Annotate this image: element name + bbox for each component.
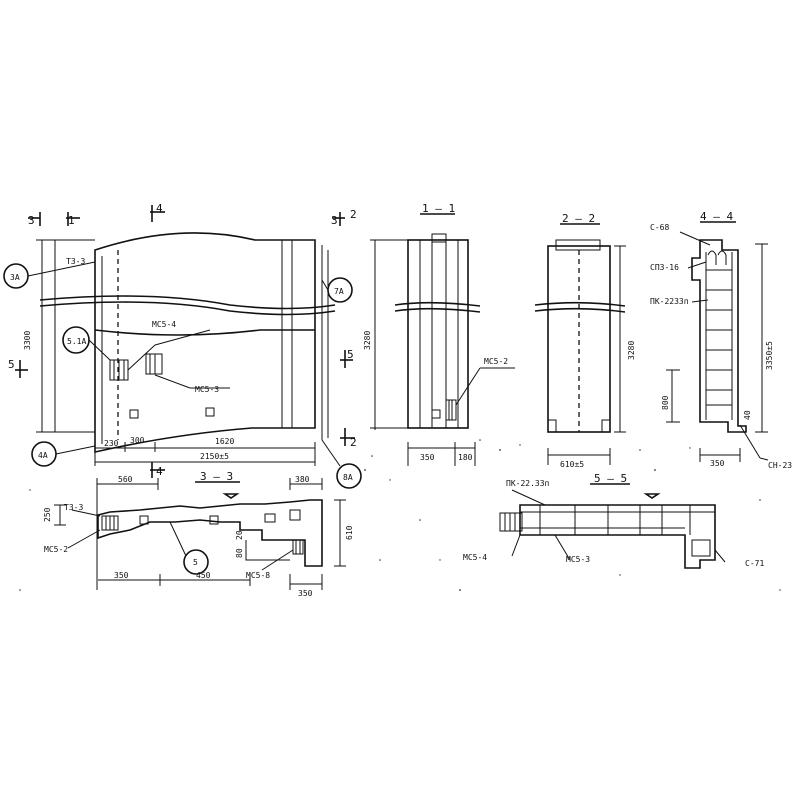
dim-3280-s22: 3280 <box>627 341 636 360</box>
section-2-2 <box>534 223 626 465</box>
spz16-label: СПЗ-16 <box>650 263 679 272</box>
cut-mark-2-label: 2 <box>350 208 357 221</box>
section-4-4-title: 4 — 4 <box>700 210 733 223</box>
dim-800: 800 <box>661 395 670 410</box>
ms5-4-s55-label: МС5-4 <box>463 553 487 562</box>
dim-350-s44: 350 <box>710 459 725 468</box>
scan-noise <box>19 439 781 591</box>
bubble-5-1a: 5.1А <box>67 337 86 346</box>
dim-380: 380 <box>295 475 310 484</box>
section-4-4 <box>666 221 769 462</box>
dim-560: 560 <box>118 475 133 484</box>
ms5-8-label: МС5-8 <box>246 571 270 580</box>
dim-250: 250 <box>43 507 52 522</box>
dim-2150: 2150±5 <box>200 452 229 461</box>
ms5-3-s55-label: МС5-3 <box>566 555 590 564</box>
section-5-5 <box>499 483 726 569</box>
cut-mark-5-label: 5 <box>8 358 15 371</box>
ms5-2-label: МС5-2 <box>484 357 508 366</box>
bubble-7a: 7А <box>334 287 344 296</box>
ms5-4-label: МС5-4 <box>152 320 176 329</box>
dim-3350: 3350±5 <box>765 341 774 370</box>
bubble-8a: 8А <box>343 473 353 482</box>
sn23-label: СН-23 <box>768 461 792 470</box>
ms5-3-label: МС5-3 <box>195 385 219 394</box>
cut-mark-1-label: 1 <box>68 214 75 227</box>
bubble-5: 5 <box>193 558 198 567</box>
cut-mark-3-right-label: 3 <box>331 214 338 227</box>
dim-350-s11: 350 <box>420 453 435 462</box>
section-2-2-title: 2 — 2 <box>562 212 595 225</box>
dim-450: 450 <box>196 571 211 580</box>
tz3-label: ТЗ-3 <box>66 257 85 266</box>
ms5-2-plan-label: МС5-2 <box>44 545 68 554</box>
bubble-3a: 3А <box>10 273 20 282</box>
dim-20: 20 <box>235 530 244 540</box>
dim-300: 300 <box>130 436 145 445</box>
section-1-1 <box>370 213 515 466</box>
dim-610-plan: 610 <box>345 525 354 540</box>
cut-mark-5-right-label: 5 <box>347 348 354 361</box>
section-3-3-title: 3 — 3 <box>200 470 233 483</box>
cut-mark-4-label: 4 <box>156 202 163 215</box>
front-elevation <box>3 205 362 489</box>
dim-230: 230 <box>104 439 119 448</box>
dim-610: 610±5 <box>560 460 584 469</box>
section-1-1-title: 1 — 1 <box>422 202 455 215</box>
dim-1620: 1620 <box>215 437 234 446</box>
pk2233-s55-label: ПК-22.33п <box>506 479 550 488</box>
bubble-4a: 4А <box>38 451 48 460</box>
section-5-5-title: 5 — 5 <box>594 472 627 485</box>
dim-40: 40 <box>743 410 752 420</box>
pk2233-label: ПК-2233п <box>650 297 689 306</box>
cut-mark-4-bottom-label: 4 <box>156 465 163 478</box>
reinforcement-cage <box>706 250 732 406</box>
dim-3300: 3300 <box>23 331 32 350</box>
cut-mark-3-label: 3 <box>28 214 35 227</box>
tz3-plan-label: ТЗ-3 <box>64 503 83 512</box>
dim-350-a: 350 <box>114 571 129 580</box>
dim-180: 180 <box>458 453 473 462</box>
dim-3280-s11: 3280 <box>363 331 372 350</box>
section-3-3 <box>54 478 346 590</box>
dim-350-b: 350 <box>298 589 313 598</box>
dim-80: 80 <box>235 548 244 558</box>
c68-label: С-68 <box>650 223 669 232</box>
cut-mark-2-bottom-label: 2 <box>350 436 357 449</box>
c71-label: С-71 <box>745 559 764 568</box>
